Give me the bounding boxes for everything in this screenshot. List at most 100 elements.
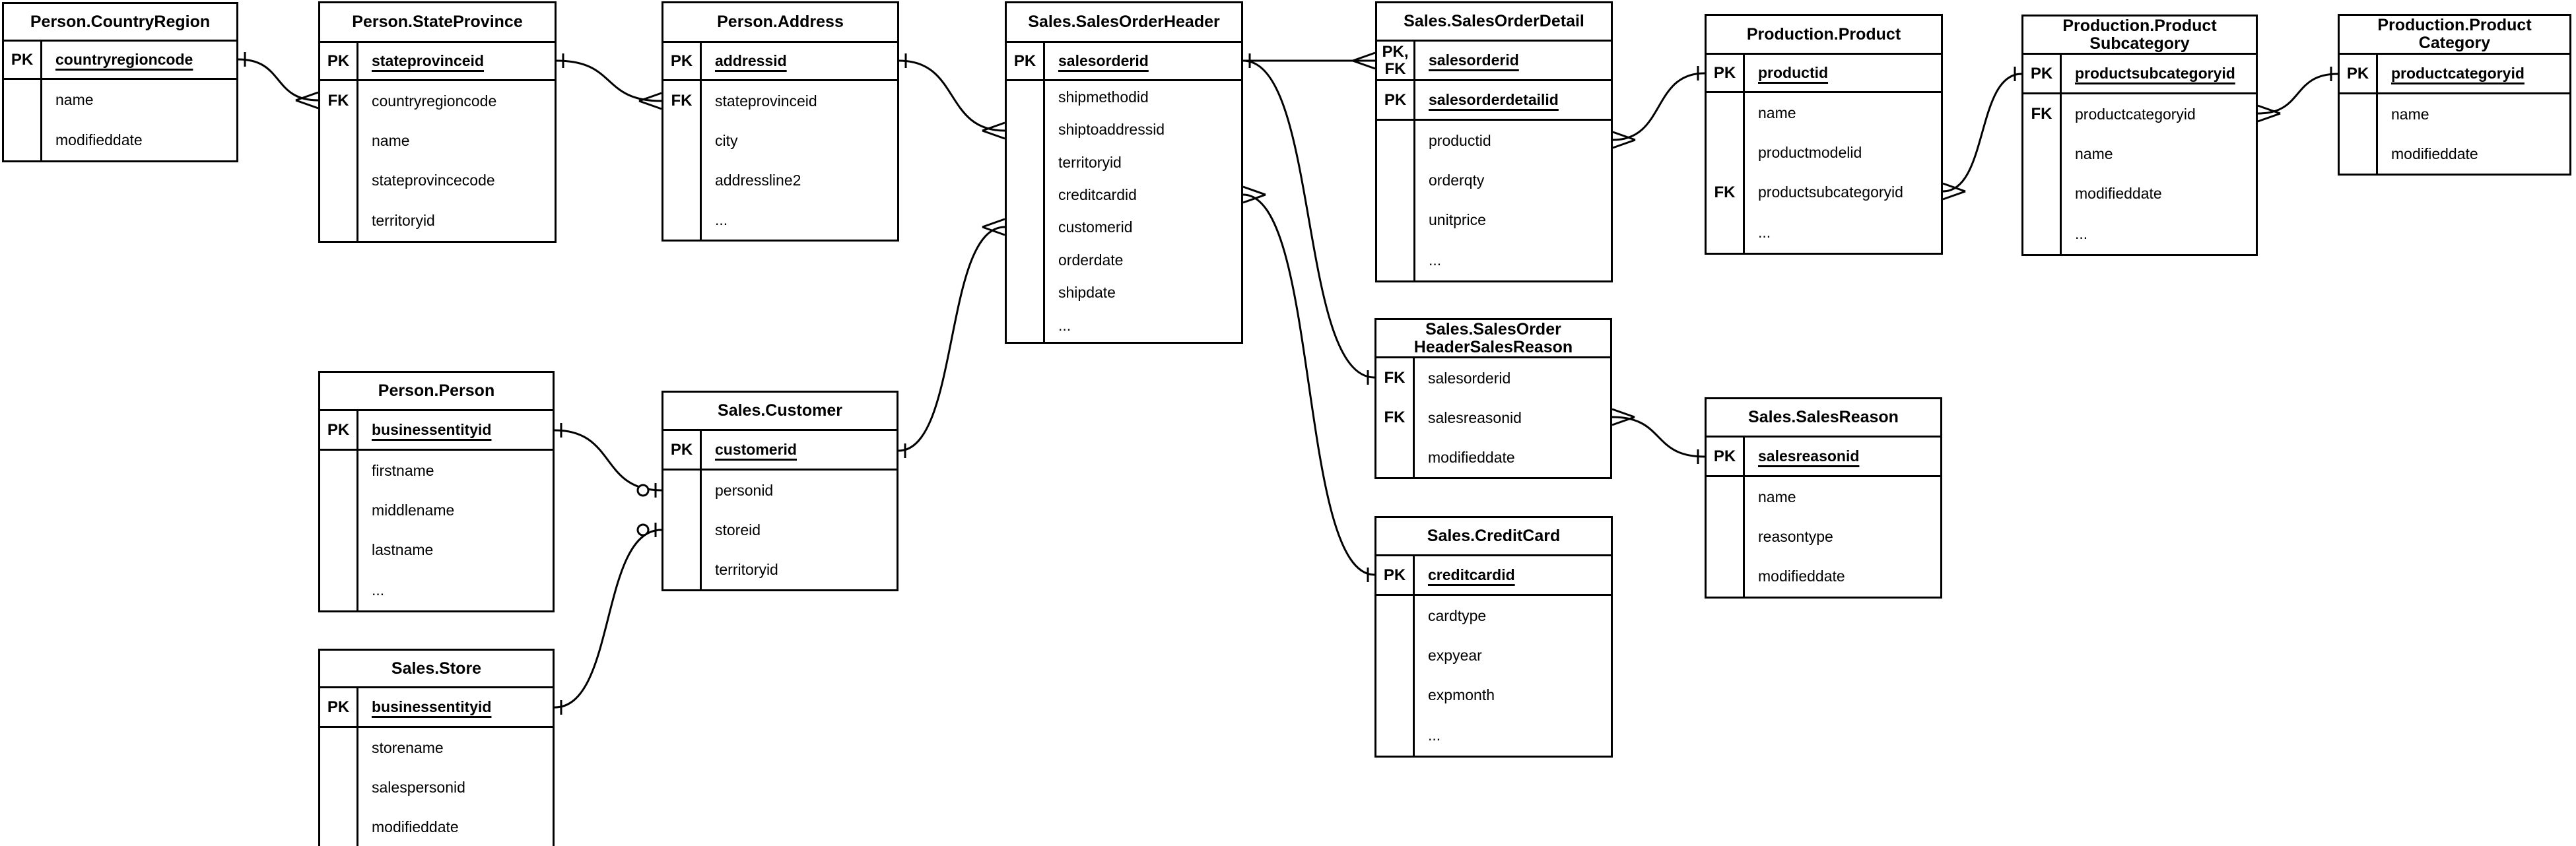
attribute-name: ... bbox=[1058, 316, 1071, 334]
attribute-name: lastname bbox=[372, 541, 434, 558]
entity-title: Sales.SalesOrderHeader bbox=[1007, 3, 1241, 43]
relationship-sohsalesreason-salesreason[interactable] bbox=[1611, 408, 1705, 464]
relationship-stateprovince-address[interactable] bbox=[556, 53, 662, 110]
entity-title: Production.Product Category bbox=[2340, 16, 2569, 55]
key-label bbox=[2023, 134, 2062, 174]
relationship-address-salesorderheader[interactable] bbox=[898, 53, 1005, 140]
attribute-row: productmodelid bbox=[1707, 133, 1941, 172]
key-label bbox=[2023, 174, 2062, 214]
relationship-store-customer[interactable] bbox=[554, 523, 662, 715]
attribute-row: city bbox=[663, 121, 897, 160]
attribute-name: shipmethodid bbox=[1058, 88, 1149, 106]
attribute-name: middlename bbox=[372, 501, 455, 519]
attribute-name: name bbox=[372, 131, 410, 149]
entity-title: Production.Product bbox=[1707, 16, 1941, 55]
attribute-name: modifieddate bbox=[55, 131, 143, 148]
attribute-name: modifieddate bbox=[372, 818, 459, 835]
attribute-row: storename bbox=[320, 728, 553, 767]
attribute-name: countryregioncode bbox=[372, 92, 497, 110]
attribute-name: ... bbox=[2075, 225, 2088, 242]
attribute-row: reasontype bbox=[1707, 517, 1940, 556]
attribute-row: territoryid bbox=[663, 550, 897, 589]
attribute-name: salesorderdetailid bbox=[1429, 91, 1559, 108]
attribute-name: salesorderid bbox=[1429, 51, 1519, 69]
attribute-name: territoryid bbox=[1058, 153, 1122, 171]
attribute-name: modifieddate bbox=[1758, 568, 1845, 585]
attribute-name: modifieddate bbox=[2391, 145, 2478, 162]
key-label bbox=[320, 490, 358, 530]
key-label bbox=[4, 120, 42, 160]
attribute-row: name bbox=[1707, 477, 1940, 517]
key-label bbox=[1707, 93, 1745, 133]
attribute-name: reasontype bbox=[1758, 527, 1833, 545]
attribute-name: businessentityid bbox=[372, 698, 492, 715]
entity-title: Person.StateProvince bbox=[320, 3, 555, 43]
key-label bbox=[1007, 309, 1045, 342]
key-label: PK bbox=[663, 431, 702, 469]
attribute-name: ... bbox=[1429, 251, 1442, 269]
attribute-name: name bbox=[1758, 488, 1796, 505]
attribute-row: ... bbox=[663, 200, 897, 240]
attribute-name: salesreasonid bbox=[1428, 408, 1522, 426]
entity-title: Sales.SalesReason bbox=[1707, 399, 1940, 438]
attribute-name: productid bbox=[1429, 131, 1491, 149]
attribute-row: name bbox=[4, 80, 236, 120]
key-label: PK bbox=[663, 43, 702, 79]
attribute-row: modifieddate bbox=[1376, 438, 1610, 477]
attribute-name: addressline2 bbox=[715, 171, 801, 189]
attribute-row: name bbox=[1707, 93, 1941, 133]
attribute-row: ... bbox=[1707, 212, 1941, 253]
attribute-row: stateprovincecode bbox=[320, 160, 555, 201]
attribute-name: orderqty bbox=[1429, 171, 1485, 189]
relationship-salesorderheader-creditcard[interactable] bbox=[1242, 185, 1375, 582]
relationship-product-subcategory[interactable] bbox=[1942, 67, 2022, 201]
attribute-row: territoryid bbox=[1007, 146, 1241, 179]
entity-title: Person.Address bbox=[663, 3, 897, 43]
attribute-row: name bbox=[320, 121, 555, 160]
attribute-row: salespersonid bbox=[320, 767, 553, 807]
attribute-name: personid bbox=[715, 481, 774, 499]
key-label: PK bbox=[2023, 55, 2062, 92]
key-label bbox=[1377, 200, 1415, 240]
key-label: PK bbox=[320, 43, 358, 79]
key-label bbox=[320, 121, 358, 160]
relationship-person-customer[interactable] bbox=[554, 423, 662, 498]
key-label bbox=[663, 200, 702, 240]
key-label bbox=[1707, 477, 1745, 517]
key-label bbox=[1376, 635, 1415, 675]
relationship-salesorderheader-sohsalesreason[interactable] bbox=[1242, 59, 1375, 385]
relationship-subcategory-category[interactable] bbox=[2257, 67, 2338, 123]
key-label bbox=[1377, 121, 1415, 160]
relationship-salesorderdetail-product[interactable] bbox=[1612, 66, 1705, 149]
key-label bbox=[320, 807, 358, 846]
attribute-name: salesreasonid bbox=[1758, 447, 1860, 465]
key-label bbox=[1376, 596, 1415, 635]
attribute-name: businessentityid bbox=[372, 421, 492, 438]
key-label: PK bbox=[1377, 81, 1415, 119]
relationship-salesorderheader-salesorderdetail[interactable] bbox=[1243, 51, 1376, 70]
key-label bbox=[1007, 114, 1045, 146]
entity-title: Sales.Store bbox=[320, 651, 553, 688]
relationship-customer-salesorderheader[interactable] bbox=[898, 218, 1005, 458]
relationship-countryregion-stateprovince[interactable] bbox=[238, 52, 319, 110]
key-label bbox=[1007, 211, 1045, 244]
